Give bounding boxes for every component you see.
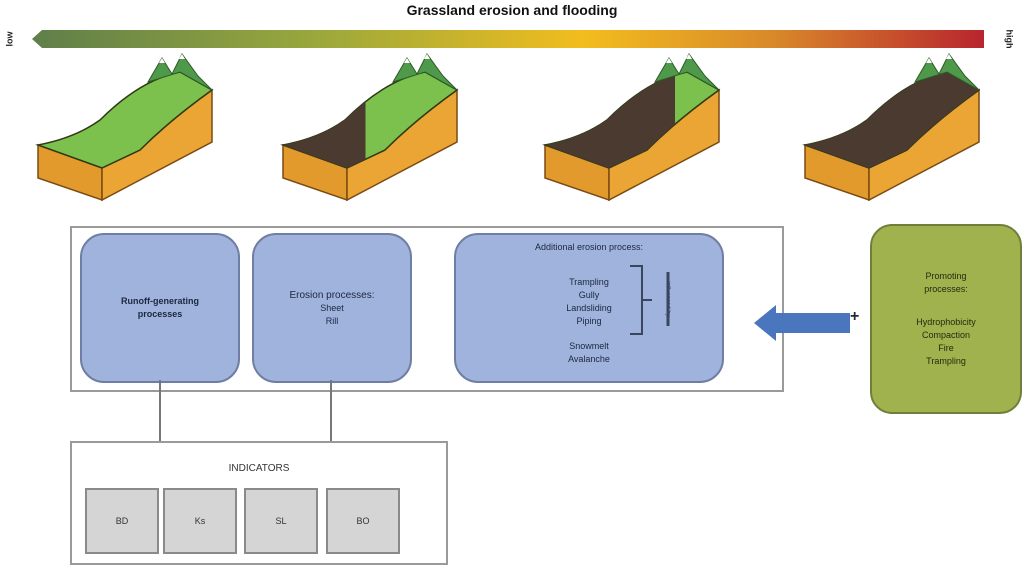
slope-illustration-4 xyxy=(802,53,981,202)
promoting-item: Hydrophobicity xyxy=(916,317,976,327)
indicator-bo: BO xyxy=(326,488,400,554)
additional-erosion-box: Additional erosion process: Trampling Gu… xyxy=(454,233,724,383)
erosion-item: Rill xyxy=(325,315,339,326)
slope-illustration-2 xyxy=(280,53,459,202)
bracket-icon xyxy=(630,265,670,335)
additional-item: Avalanche xyxy=(568,354,610,364)
promoting-title: Promoting xyxy=(925,271,967,281)
snow-caps xyxy=(404,54,430,63)
runoff-line1: Runoff-generating xyxy=(121,296,199,306)
plus-sign: + xyxy=(850,308,860,325)
diagram-title: Grassland erosion and flooding xyxy=(406,2,618,18)
erosion-item: Sheet xyxy=(320,302,344,313)
additional-item: Piping xyxy=(576,316,602,326)
additional-item: Trampling xyxy=(569,277,609,287)
intensity-gradient-bar xyxy=(32,30,984,48)
slope-illustration-3 xyxy=(542,53,721,202)
indicators-title: INDICATORS xyxy=(228,463,290,474)
additional-item: Landsliding xyxy=(566,303,612,313)
promoting-item: Compaction xyxy=(921,330,971,340)
snow-caps xyxy=(159,54,185,63)
erosion-processes-box: Erosion processes: Sheet Rill xyxy=(252,233,412,383)
scale-high-label: high xyxy=(1004,29,1015,49)
snow-caps xyxy=(666,54,692,63)
additional-item: Gully xyxy=(578,290,600,300)
left-arrow-icon xyxy=(754,305,850,341)
bracket-note: influenced by xyxy=(664,281,671,317)
additional-title: Additional erosion process: xyxy=(534,242,644,252)
connector-line xyxy=(330,380,332,442)
bare-soil xyxy=(805,72,979,168)
gradient-arrow xyxy=(32,30,984,48)
promoting-processes-box: Promoting processes: Hydrophobicity Comp… xyxy=(870,224,1022,414)
scale-low-label: low xyxy=(4,31,15,47)
bare-soil xyxy=(283,101,366,168)
runoff-line2: processes xyxy=(137,309,183,319)
indicator-bd: BD xyxy=(85,488,159,554)
indicator-sl: SL xyxy=(244,488,318,554)
snow-caps xyxy=(926,54,952,63)
connector-line xyxy=(159,380,161,442)
bare-soil xyxy=(545,75,675,168)
promoting-item: Trampling xyxy=(926,356,966,366)
promoting-item: Fire xyxy=(938,343,954,353)
additional-item: Snowmelt xyxy=(569,341,609,351)
erosion-title: Erosion processes: xyxy=(289,289,375,301)
slope-illustration-1 xyxy=(35,53,214,202)
promoting-title: processes: xyxy=(924,284,968,294)
indicator-ks: Ks xyxy=(163,488,237,554)
runoff-processes-box: Runoff-generating processes xyxy=(80,233,240,383)
